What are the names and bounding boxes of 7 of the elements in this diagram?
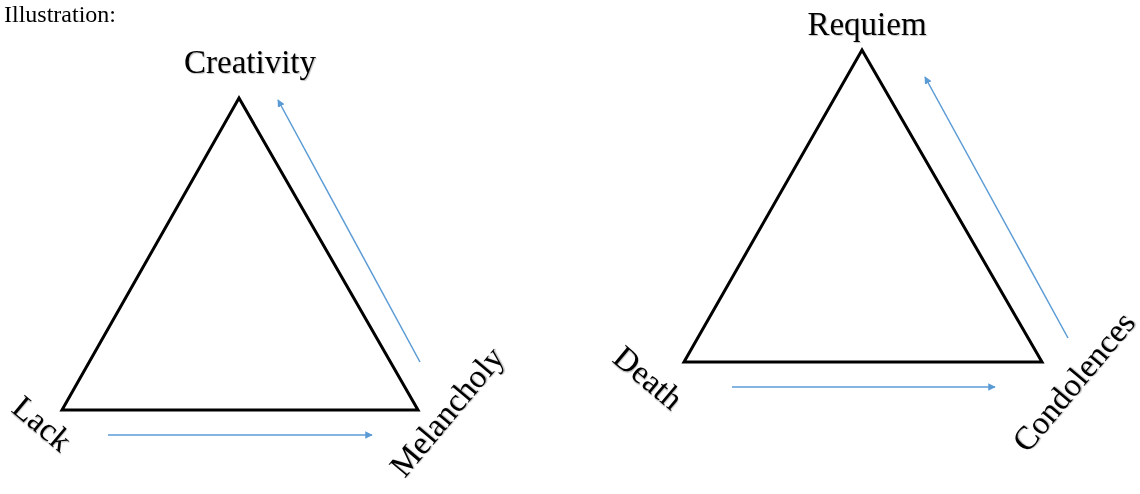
intro-text: Illustration:: [4, 2, 116, 26]
arrow: [731, 383, 996, 391]
vertex-label: Requiem: [807, 7, 927, 41]
arrow: [107, 431, 373, 439]
arrow: [277, 99, 421, 363]
vertex-label: Creativity: [184, 45, 316, 79]
arrow: [924, 76, 1069, 339]
